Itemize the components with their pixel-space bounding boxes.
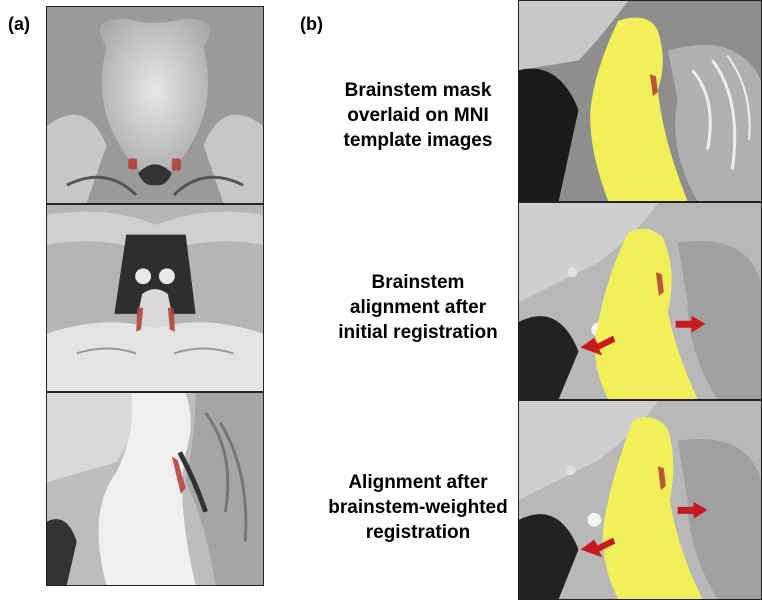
caption-line: template images — [343, 130, 493, 151]
brainstem-weighted-registration-image — [518, 400, 762, 600]
panel-b-label: (b) — [300, 14, 323, 34]
axial-slice-upper-image — [46, 6, 264, 204]
caption-initial-registration: Brainstem alignment after initial regist… — [318, 270, 518, 345]
caption-line: brainstem-weighted — [328, 497, 508, 518]
caption-line: Brainstem mask — [344, 80, 492, 101]
panel-a-label: (a) — [8, 14, 30, 34]
caption-line: initial registration — [338, 322, 498, 343]
axial-slice-middle-image — [46, 204, 264, 392]
caption-line: Brainstem — [371, 272, 465, 293]
caption-line: overlaid on MNI — [347, 105, 489, 126]
caption-line: alignment after — [349, 297, 487, 318]
caption-line: Alignment after — [348, 472, 488, 493]
caption-mask-overlay: Brainstem mask overlaid on MNI template … — [318, 78, 518, 153]
caption-line: registration — [365, 522, 471, 543]
sagittal-slice-image — [46, 392, 264, 586]
initial-registration-image — [518, 202, 762, 400]
brainstem-mask-mni-image — [518, 0, 762, 202]
caption-weighted-registration: Alignment after brainstem-weighted regis… — [318, 470, 518, 545]
